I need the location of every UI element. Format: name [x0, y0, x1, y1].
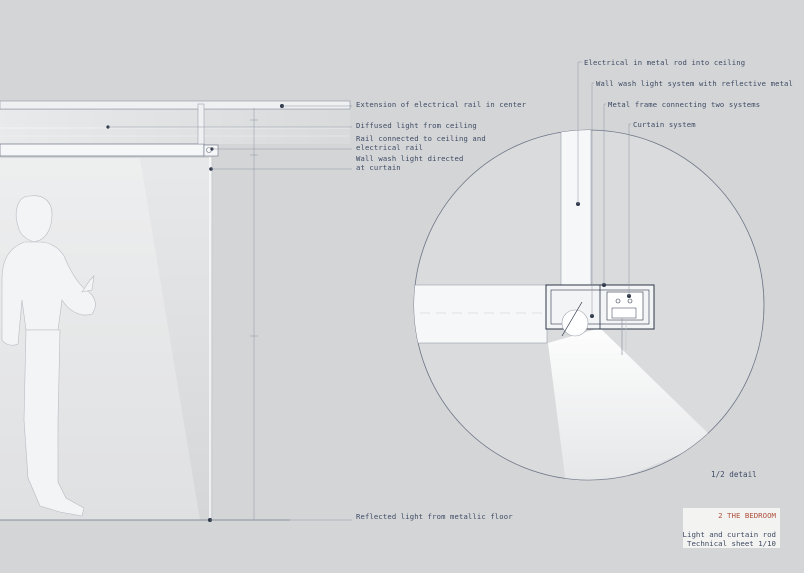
section-elevation — [0, 100, 352, 522]
callout-wall-wash-system: Wall wash light system with reflective m… — [596, 79, 793, 88]
callout-rail-extension: Extension of electrical rail in center — [356, 100, 527, 109]
detail-ceiling-member — [560, 130, 592, 286]
ceiling-slab — [0, 100, 351, 110]
detail-circle — [413, 61, 765, 481]
rail-connector — [197, 103, 205, 145]
project-title: 2 THE BEDROOM — [718, 511, 776, 520]
sheet-description: Light and curtain rod Technical sheet 1/… — [683, 530, 776, 548]
person-silhouette — [1, 195, 96, 517]
detail-scale-label: 1/2 detail — [711, 470, 757, 479]
sheet-line-1: Light and curtain rod — [682, 530, 776, 539]
callout-rail-connected-1: Rail connected to ceiling and — [356, 134, 486, 143]
callout-wall-wash-1: Wall wash light directed — [356, 154, 464, 163]
detail-slab — [414, 284, 548, 344]
leader-lines-detail — [577, 61, 631, 316]
detail-curtain-system — [606, 291, 644, 321]
detail-light-beam — [548, 328, 715, 480]
rail-end-box — [203, 144, 219, 157]
callout-curtain-system: Curtain system — [633, 120, 696, 129]
callout-rail-connected-2: electrical rail — [356, 143, 424, 152]
title-block: 2 THE BEDROOM Light and curtain rod Tech… — [683, 508, 780, 548]
detail-lamp — [561, 309, 589, 337]
callout-wall-wash-2: at curtain — [356, 163, 401, 172]
leader-lines-left — [108, 105, 352, 521]
callout-diffused-light: Diffused light from ceiling — [356, 121, 477, 130]
callout-metal-frame: Metal frame connecting two systems — [608, 100, 761, 109]
callout-electrical-rod: Electrical in metal rod into ceiling — [584, 58, 746, 67]
callout-reflected-light: Reflected light from metallic floor — [356, 512, 513, 521]
electrical-rail — [0, 143, 205, 157]
sheet-line-2: Technical sheet 1/10 — [687, 539, 776, 548]
